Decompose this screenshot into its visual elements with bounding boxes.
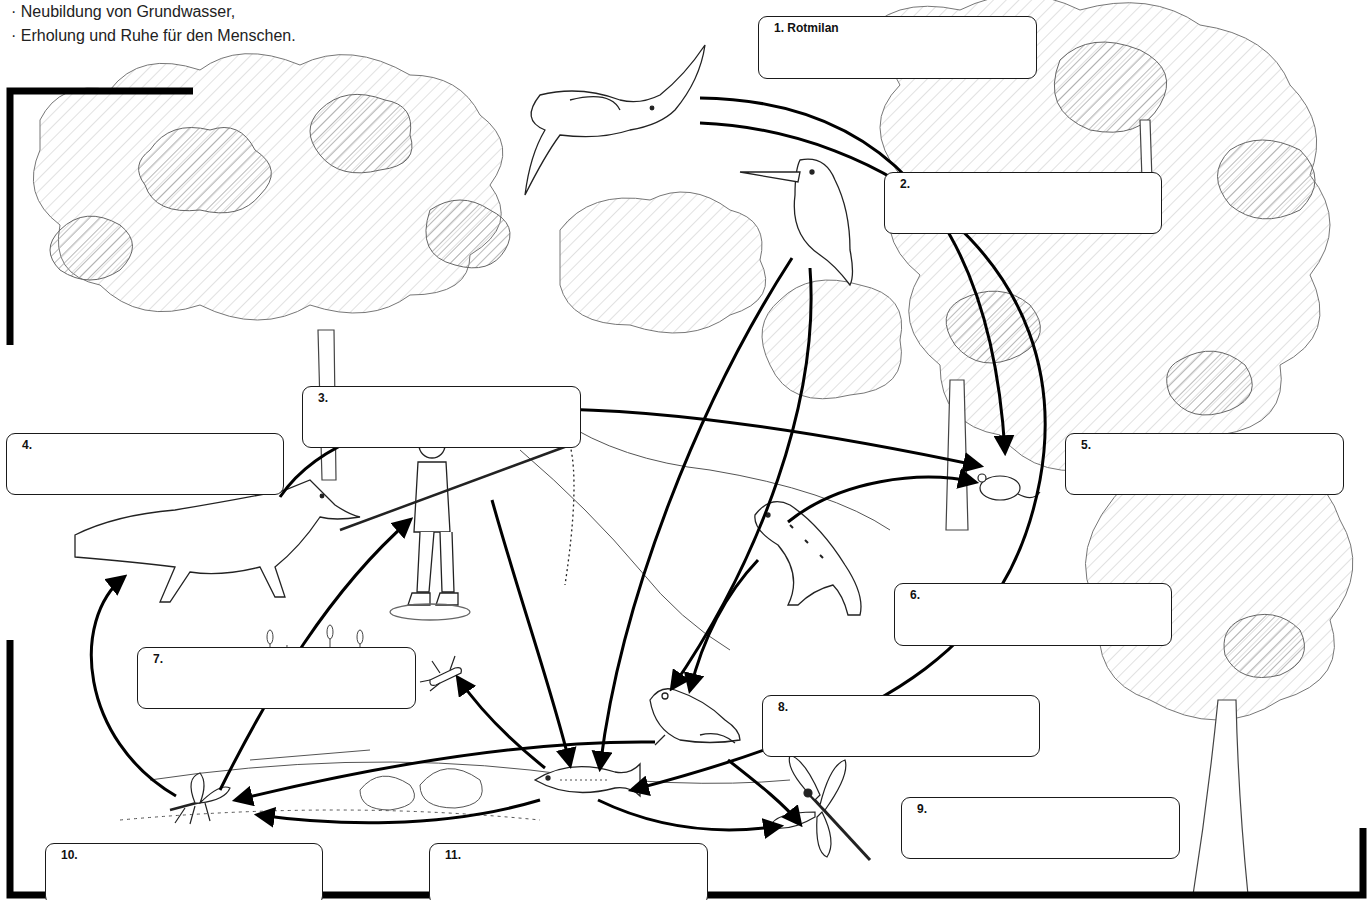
kingfisher bbox=[740, 159, 853, 285]
trout bbox=[535, 764, 640, 796]
label-box: 3. bbox=[302, 386, 581, 448]
boy-with-net bbox=[340, 432, 574, 620]
box-number: 8. bbox=[763, 696, 1039, 714]
red-kite bbox=[525, 45, 705, 195]
label-box: 4. bbox=[6, 433, 284, 495]
label-box: 11. bbox=[429, 843, 708, 900]
label-box: 10. bbox=[45, 843, 323, 900]
box-number: 5. bbox=[1066, 434, 1343, 452]
tree-canopy bbox=[33, 54, 765, 333]
box-number: 4. bbox=[7, 434, 283, 452]
box-number: 10. bbox=[46, 844, 322, 862]
mouse bbox=[978, 474, 1040, 500]
tree-trunk bbox=[318, 120, 1248, 895]
label-box: 9. bbox=[901, 797, 1180, 859]
box-number: 1. Rotmilan bbox=[759, 17, 1036, 35]
bullet-note: · Erholung und Ruhe für den Menschen. bbox=[8, 26, 299, 45]
box-number: 6. bbox=[895, 584, 1171, 602]
label-box: 7. bbox=[137, 647, 416, 709]
box-number: 9. bbox=[902, 798, 1179, 816]
frog bbox=[650, 689, 740, 745]
bullet-note: · Neubildung von Grundwasser, bbox=[8, 2, 238, 21]
mosquito bbox=[170, 773, 230, 824]
label-box: 8. bbox=[762, 695, 1040, 757]
label-box: 1. Rotmilan bbox=[758, 16, 1037, 79]
box-number: 11. bbox=[430, 844, 707, 862]
water-insect bbox=[420, 656, 461, 691]
box-number: 7. bbox=[138, 648, 415, 666]
label-box: 2. bbox=[884, 172, 1162, 234]
box-number: 2. bbox=[885, 173, 1161, 191]
box-number: 3. bbox=[303, 387, 580, 405]
marten bbox=[755, 502, 861, 615]
label-box: 5. bbox=[1065, 433, 1344, 495]
label-box: 6. bbox=[894, 583, 1172, 646]
tree-canopy bbox=[50, 94, 510, 280]
